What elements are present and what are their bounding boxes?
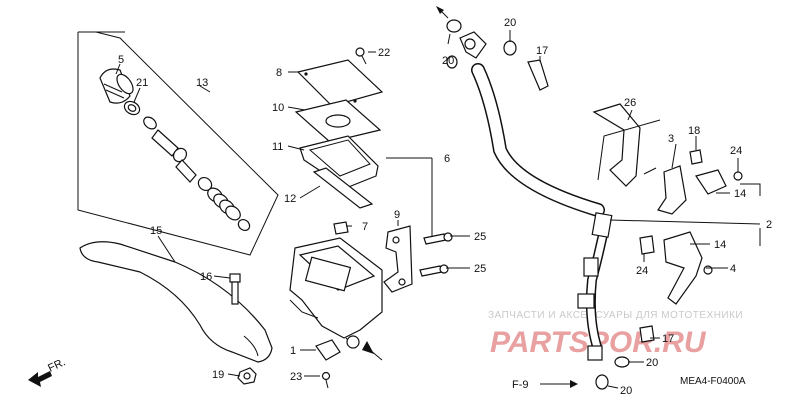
callout-15: 15 xyxy=(150,225,162,237)
callout-26: 26 xyxy=(624,97,636,109)
callout-1: 1 xyxy=(290,345,296,357)
callout-2: 2 xyxy=(766,219,772,231)
reference-label: F-9 xyxy=(512,379,529,391)
part-26-stay xyxy=(592,103,641,187)
callout-6: 6 xyxy=(444,153,450,165)
part-8-cap xyxy=(296,59,384,107)
callout-22: 22 xyxy=(378,47,390,59)
callout-25a: 25 xyxy=(474,231,486,243)
part-6-cylinder-body xyxy=(289,237,383,349)
callout-23: 23 xyxy=(290,371,302,383)
callout-19: 19 xyxy=(212,369,224,381)
callout-9: 9 xyxy=(394,209,400,221)
ref-f9-arrow: F-9 xyxy=(512,379,578,391)
part-spring xyxy=(207,187,241,221)
part-4-clamp xyxy=(663,231,713,305)
callout-20a: 20 xyxy=(442,55,454,67)
callout-16: 16 xyxy=(200,271,212,283)
part-2-brake-hose xyxy=(459,31,613,361)
callout-14b: 14 xyxy=(714,239,726,251)
part-5-boot xyxy=(99,68,134,104)
drawing-code: MEA4-F0400A xyxy=(680,376,746,387)
bracket-frames xyxy=(597,119,761,246)
part-15-lever xyxy=(79,241,273,363)
part-9-holder xyxy=(383,225,413,293)
callout-20c: 20 xyxy=(646,357,658,369)
part-3-clamp xyxy=(657,165,687,215)
callout-labels: 5 21 13 15 16 19 8 10 11 12 22 6 7 9 25 … xyxy=(118,17,772,397)
callout-7: 7 xyxy=(362,221,368,233)
callout-13: 13 xyxy=(196,77,208,89)
part-18-bolt xyxy=(689,149,703,165)
callout-20d: 20 xyxy=(620,385,632,397)
callout-18: 18 xyxy=(688,125,700,137)
callout-20b: 20 xyxy=(504,17,516,29)
callout-5: 5 xyxy=(118,54,124,66)
callout-24b: 24 xyxy=(636,265,648,277)
part-22-screw xyxy=(355,47,367,65)
part-24-bolt-lower xyxy=(639,235,655,255)
callout-10: 10 xyxy=(272,102,284,114)
part-16-pivot-bolt xyxy=(229,273,241,305)
callout-25b: 25 xyxy=(474,263,486,275)
callout-17b: 17 xyxy=(662,333,674,345)
part-11-plate xyxy=(299,135,379,189)
callout-17a: 17 xyxy=(536,45,548,57)
part-12-gasket xyxy=(312,167,374,209)
callout-8: 8 xyxy=(276,67,282,79)
part-25-bolts xyxy=(419,232,453,277)
callout-21: 21 xyxy=(136,77,148,89)
inset-box-13 xyxy=(77,31,279,256)
callout-4: 4 xyxy=(730,263,736,275)
callout-24a: 24 xyxy=(730,145,742,157)
part-piston-set xyxy=(143,116,251,232)
callout-3: 3 xyxy=(668,133,674,145)
direction-arrows xyxy=(362,6,449,361)
part-19-nut xyxy=(237,367,257,385)
direction-label: FR. xyxy=(46,356,67,374)
watermark: ЗАПЧАСТИ И АКСЕССУАРЫ ДЛЯ МОТОТЕХНИКИ PA… xyxy=(488,310,743,359)
callout-14a: 14 xyxy=(734,188,746,200)
part-10-diaphragm xyxy=(294,99,382,143)
part-1-switch xyxy=(315,339,341,361)
part-7-screw xyxy=(333,221,349,235)
callout-12: 12 xyxy=(284,193,296,205)
leader-lines xyxy=(115,30,761,389)
part-21-clip xyxy=(123,100,141,116)
part-24-bolt-upper xyxy=(695,169,743,195)
part-23-screw xyxy=(321,371,331,389)
callout-11: 11 xyxy=(272,141,283,153)
fr-arrow-icon: FR. xyxy=(28,356,67,387)
watermark-line1: ЗАПЧАСТИ И АКСЕССУАРЫ ДЛЯ МОТОТЕХНИКИ xyxy=(488,310,743,321)
